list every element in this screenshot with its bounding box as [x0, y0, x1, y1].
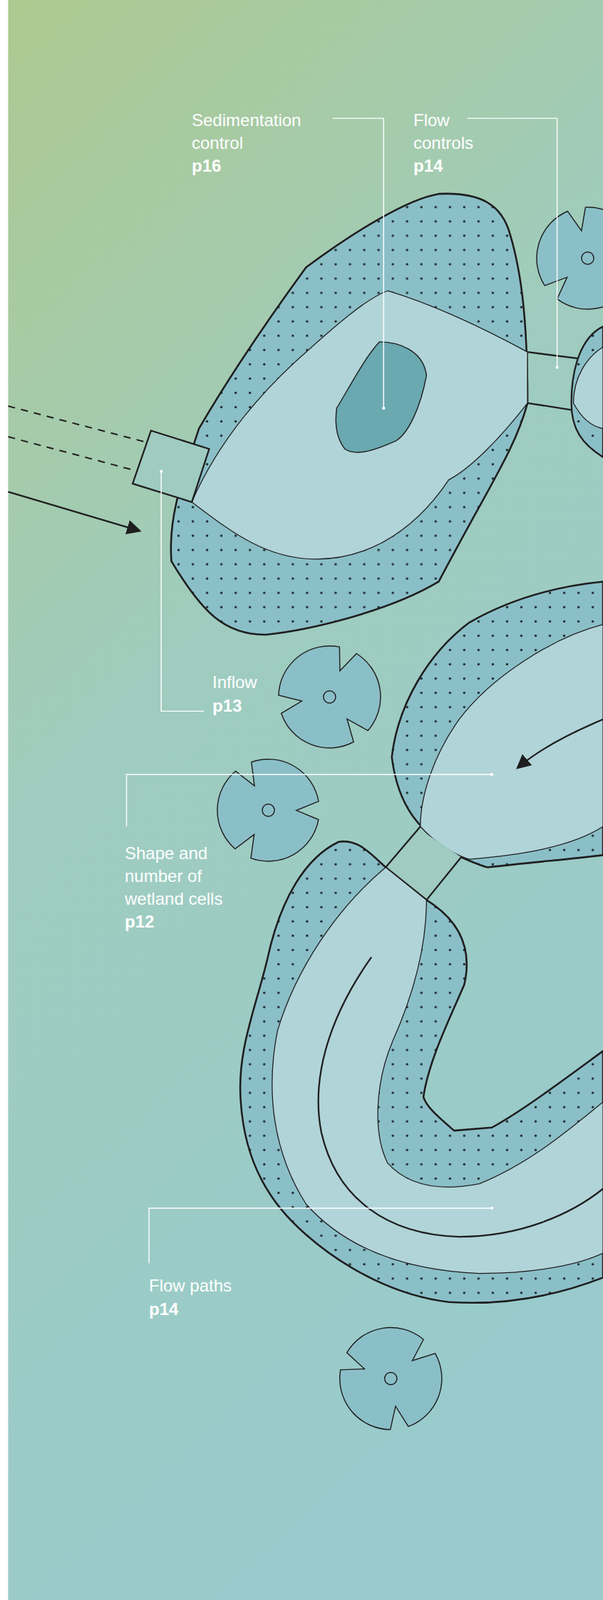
page-number: p16: [191, 154, 278, 178]
lily-pad-centre: [323, 691, 336, 704]
callout-label: Flow controls: [413, 109, 507, 155]
lily-pad: [536, 207, 603, 310]
page-number: p13: [212, 694, 298, 718]
callout-label: Flow paths: [148, 1275, 278, 1298]
lily-pad-centre: [581, 252, 594, 265]
page-number: p14: [148, 1298, 235, 1322]
callout-label: Inflow: [212, 671, 306, 695]
page-number: p12: [124, 910, 211, 934]
lily-pad: [278, 646, 381, 749]
callout-label: Shape and number of wetland cells: [124, 842, 250, 911]
lily-pad-centre: [262, 804, 275, 817]
lily-pad: [339, 1328, 442, 1431]
page-number: p14: [413, 154, 499, 178]
lily-pad-centre: [384, 1373, 398, 1386]
callout-label: Sedimentation control: [191, 109, 342, 155]
